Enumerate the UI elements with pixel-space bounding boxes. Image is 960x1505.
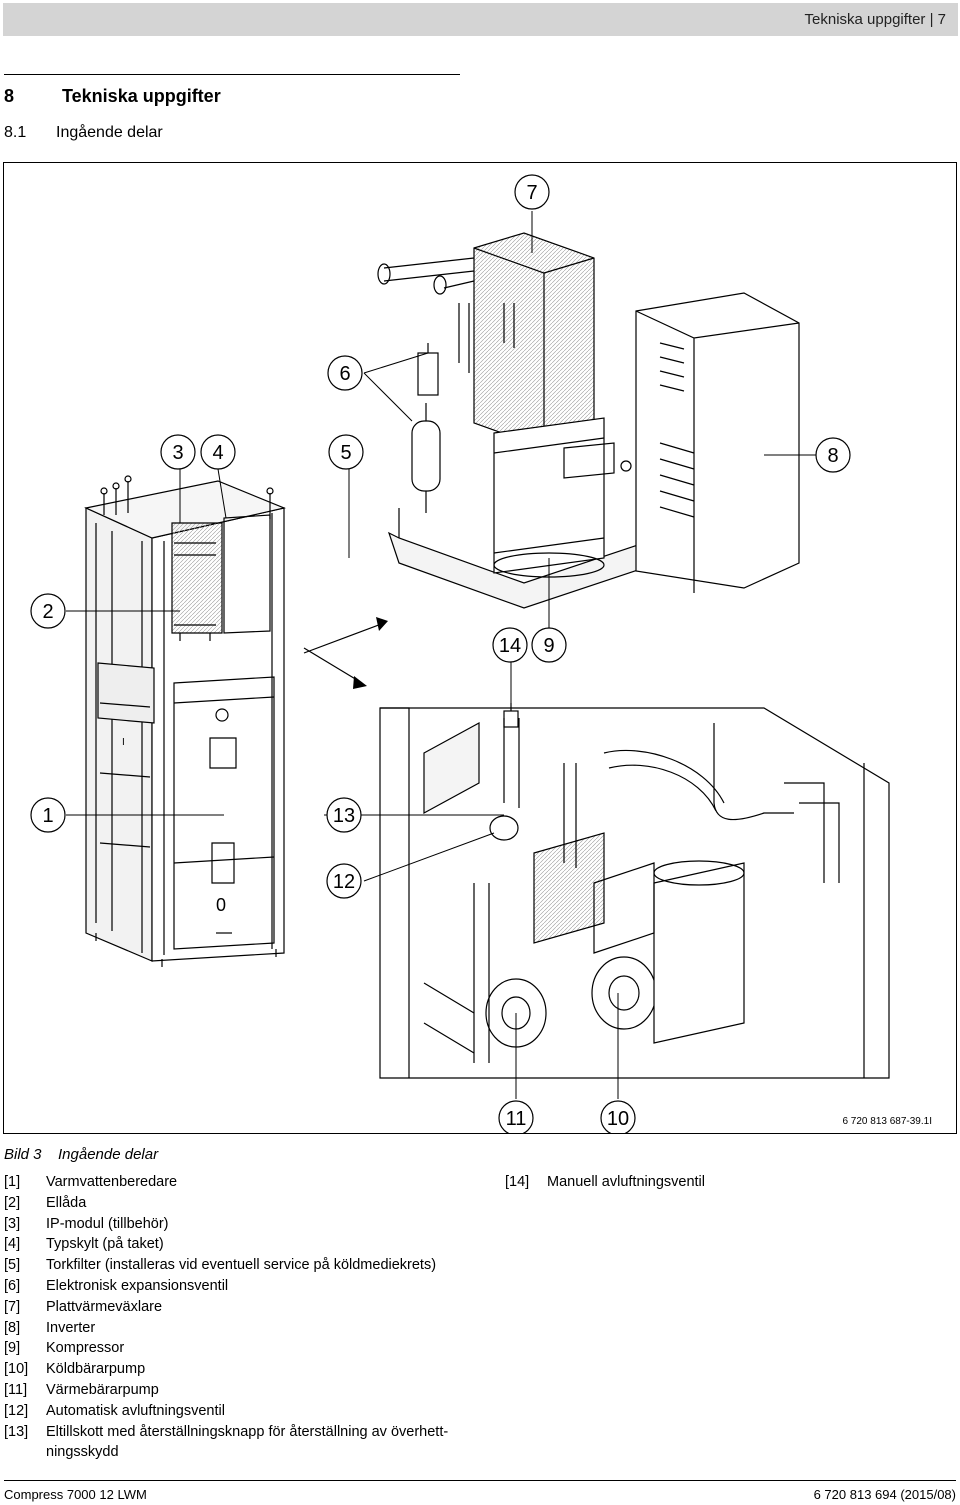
legend-key: [7]	[4, 1298, 21, 1315]
svg-text:10: 10	[607, 1108, 629, 1130]
callout-10: 10	[600, 1100, 636, 1133]
svg-text:3: 3	[172, 442, 183, 464]
legend-key: [13]	[4, 1423, 29, 1440]
legend-text: Varmvattenberedare	[46, 1174, 178, 1190]
leader-lines	[66, 211, 844, 1099]
legend-list: [1] Varmvattenberedare [2] Ellåda [3] IP-mo…	[4, 1172, 474, 1463]
footer-document-number: 6 720 813 694 (2015/08)	[813, 1487, 956, 1502]
legend-key: [3]	[4, 1215, 21, 1232]
callout-8: 8	[815, 437, 851, 473]
legend-item: [13] Eltillskott med återställningsknapp …	[4, 1422, 474, 1464]
legend-text: IP-modul (tillbehör)	[46, 1215, 169, 1232]
legend-key: [2]	[4, 1194, 21, 1211]
section-title: Tekniska uppgifter	[62, 86, 221, 106]
legend-key: [1]	[4, 1174, 21, 1190]
technical-figure: I 0	[3, 162, 957, 1134]
legend-item: [5] Torkfilter (installeras vid eventuell…	[4, 1255, 474, 1276]
svg-text:4: 4	[212, 442, 223, 464]
section-number: 8	[4, 86, 15, 106]
page-header: Tekniska uppgifter | 7	[3, 3, 958, 36]
svg-text:14: 14	[499, 635, 521, 657]
legend-key: [9]	[4, 1340, 21, 1357]
svg-text:12: 12	[333, 871, 355, 893]
legend-text: Kompressor	[46, 1340, 125, 1357]
callout-11: 11	[498, 1100, 534, 1133]
svg-text:2: 2	[42, 601, 53, 623]
legend-text: Plattvärmeväxlare	[46, 1298, 163, 1315]
legend-item: [9] Kompressor	[4, 1338, 474, 1359]
legend-item: [4] Typskylt (på taket)	[4, 1234, 474, 1255]
svg-text:9: 9	[543, 635, 554, 657]
figure-code: 6 720 813 687-39.1I	[842, 1116, 932, 1127]
legend-list-right: [14] Manuell avluftningsventil	[505, 1172, 705, 1193]
footer-product: Compress 7000 12 LWM	[4, 1487, 147, 1502]
legend-item: [7] Plattvärmeväxlare	[4, 1297, 474, 1318]
caption-label: Bild 3	[4, 1146, 42, 1163]
legend-item: [11] Värmebärarpump	[4, 1380, 474, 1401]
svg-text:13: 13	[333, 805, 355, 827]
legend-text: Köldbärarpump	[46, 1361, 146, 1378]
legend-key: [11]	[4, 1381, 28, 1398]
legend-text: Elektronisk expansionsventil	[46, 1277, 229, 1294]
callout-9: 9	[531, 627, 567, 663]
arrow-to-upper-detail	[303, 622, 385, 654]
legend-item: [8] Inverter	[4, 1318, 474, 1339]
legend-item: [2] Ellåda	[4, 1193, 474, 1214]
legend-key: [10]	[4, 1361, 29, 1378]
callout-12: 12	[326, 863, 362, 899]
legend-key: [4]	[4, 1236, 21, 1253]
callout-4: 4	[200, 434, 236, 470]
svg-text:5: 5	[340, 442, 351, 464]
callout-7: 7	[514, 174, 550, 210]
callout-1: 1	[30, 797, 66, 833]
legend-text: Ellåda	[46, 1194, 87, 1211]
legend-key: [5]	[4, 1257, 21, 1274]
panel-label-front-lower: 0	[216, 895, 226, 915]
svg-text:7: 7	[526, 182, 537, 204]
figure-caption: Bild 3 Ingående delar	[4, 1146, 158, 1163]
svg-text:1: 1	[42, 805, 53, 827]
svg-text:6: 6	[339, 363, 350, 385]
legend-key: [8]	[4, 1319, 21, 1336]
subsection-title: Ingående delar	[56, 124, 163, 141]
panel-label-front-upper: I	[122, 737, 125, 748]
legend-item: [1] Varmvattenberedare	[4, 1172, 474, 1193]
callout-5: 5	[328, 434, 364, 470]
legend-key: [14]	[505, 1174, 530, 1190]
callouts: 7 6 3 4 5 8 2	[30, 174, 851, 1133]
subsection-number: 8.1	[4, 124, 27, 141]
legend-text: Eltillskott med återställningsknapp för …	[46, 1423, 449, 1461]
hydraulic-module-drawing	[379, 703, 890, 1079]
legend-key: [6]	[4, 1277, 21, 1294]
legend-item: [6] Elektronisk expansionsventil	[4, 1276, 474, 1297]
legend-item: [14] Manuell avluftningsventil	[505, 1172, 705, 1193]
legend-text: Torkfilter (installeras vid eventuell se…	[46, 1257, 437, 1274]
cabinet-drawing	[84, 475, 286, 967]
callout-3: 3	[160, 434, 196, 470]
legend-text: Automatisk avluftningsventil	[46, 1402, 225, 1419]
refrigerant-module-drawing	[377, 232, 800, 609]
legend-text: Typskylt (på taket)	[46, 1236, 164, 1253]
section-heading: 8 Tekniska uppgifter	[4, 86, 221, 107]
caption-title: Ingående delar	[58, 1146, 159, 1163]
legend-item: [10] Köldbärarpump	[4, 1359, 474, 1380]
legend-item: [12] Automatisk avluftningsventil	[4, 1401, 474, 1422]
callout-2: 2	[30, 593, 66, 629]
header-title: Tekniska uppgifter | 7	[804, 11, 946, 28]
svg-text:11: 11	[506, 1108, 527, 1130]
legend-key: [12]	[4, 1402, 29, 1419]
legend-item: [3] IP-modul (tillbehör)	[4, 1214, 474, 1235]
section-rule	[4, 74, 460, 75]
legend-text: Manuell avluftningsventil	[547, 1174, 705, 1190]
svg-text:8: 8	[827, 445, 838, 467]
legend-text: Inverter	[46, 1319, 96, 1336]
callout-13: 13	[326, 797, 362, 833]
callout-6: 6	[327, 355, 363, 391]
callout-14: 14	[492, 627, 528, 663]
legend-text: Värmebärarpump	[46, 1381, 159, 1398]
subsection-heading: 8.1 Ingående delar	[4, 124, 163, 142]
footer-rule	[4, 1480, 956, 1481]
figure-drawing: I 0	[30, 174, 890, 1133]
